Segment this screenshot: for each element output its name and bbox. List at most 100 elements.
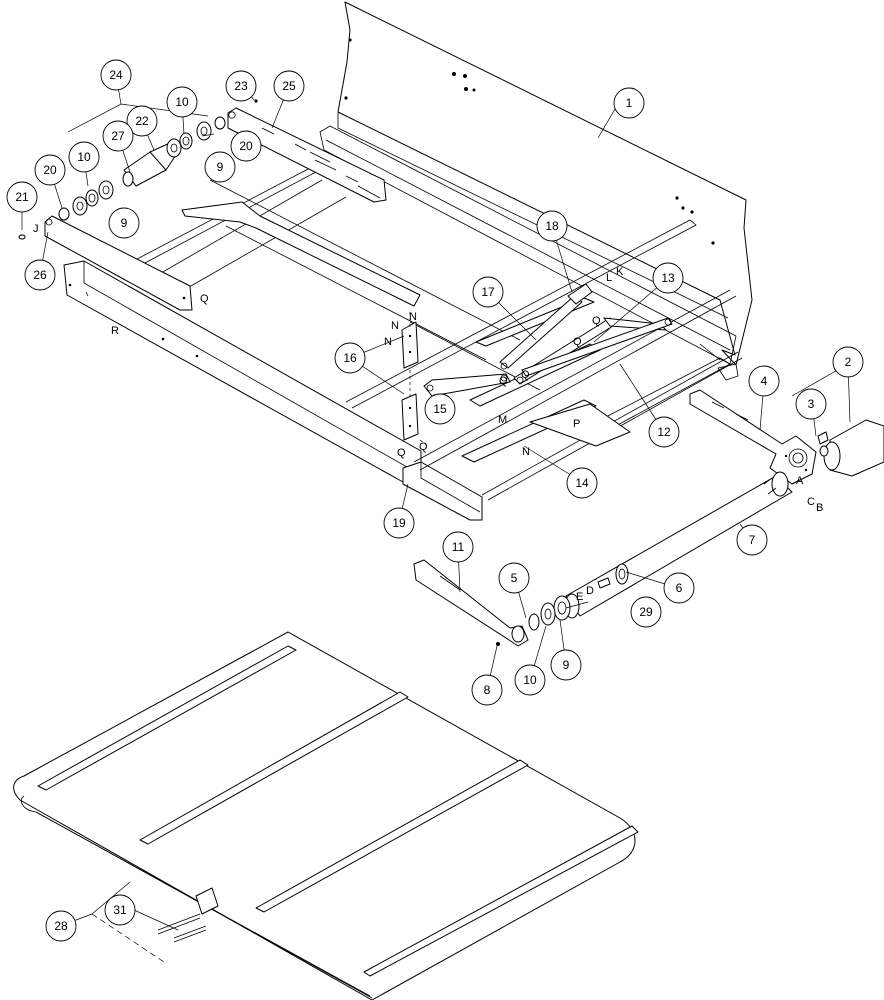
svg-text:19: 19 xyxy=(392,516,406,530)
callout-28: 28 xyxy=(45,910,77,942)
svg-text:20: 20 xyxy=(239,139,253,153)
callout-19: 19 xyxy=(383,507,415,539)
svg-text:10: 10 xyxy=(175,95,189,109)
callout-29: 29 xyxy=(630,596,662,628)
callout-9-top: 9 xyxy=(204,151,236,183)
svg-text:31: 31 xyxy=(113,903,127,917)
svg-text:5: 5 xyxy=(511,571,518,585)
letter-k: K xyxy=(616,266,624,278)
svg-text:14: 14 xyxy=(575,476,589,490)
callout-6: 6 xyxy=(663,572,695,604)
letter-c: C xyxy=(807,496,815,508)
svg-text:27: 27 xyxy=(111,129,125,143)
link-part-15 xyxy=(423,373,511,397)
callout-9-lower: 9 xyxy=(550,649,582,681)
svg-text:12: 12 xyxy=(657,425,671,439)
callout-10-left: 10 xyxy=(68,141,100,173)
letter-d: D xyxy=(586,585,594,597)
left-arm-part-26 xyxy=(44,215,193,311)
svg-text:11: 11 xyxy=(452,540,465,554)
callout-23: 23 xyxy=(225,70,257,102)
callout-14: 14 xyxy=(566,467,598,499)
callout-4: 4 xyxy=(748,365,780,397)
letter-j: J xyxy=(33,223,39,235)
callout-20-left: 20 xyxy=(34,154,66,186)
callout-8: 8 xyxy=(471,674,503,706)
letter-q-6: Q xyxy=(419,441,428,453)
svg-text:9: 9 xyxy=(217,160,224,174)
letter-e: E xyxy=(576,591,583,603)
svg-text:8: 8 xyxy=(484,683,491,697)
letter-m: M xyxy=(498,414,507,426)
letter-q-2: Q xyxy=(592,315,601,327)
bearing-washers-left xyxy=(18,180,114,240)
letter-r: R xyxy=(111,325,119,337)
reference-letters: A B C D E J K L M N N N N P Q Q Q Q Q Q … xyxy=(33,223,823,603)
svg-text:9: 9 xyxy=(121,216,128,230)
callout-26: 26 xyxy=(24,259,56,291)
callout-22: 22 xyxy=(126,105,158,137)
svg-text:13: 13 xyxy=(661,271,675,285)
svg-text:4: 4 xyxy=(761,374,768,388)
callout-3: 3 xyxy=(795,388,827,420)
callout-21: 21 xyxy=(6,181,38,213)
callout-10-top: 10 xyxy=(166,86,198,118)
callout-bubbles: 1 2 3 4 5 6 7 8 9 9 9 10 10 10 11 12 13 … xyxy=(6,59,864,942)
bearing-washers-top xyxy=(166,116,226,158)
svg-text:9: 9 xyxy=(563,658,570,672)
svg-text:1: 1 xyxy=(626,96,633,110)
frame-assembly xyxy=(63,167,743,521)
letter-q-5: Q xyxy=(499,375,508,387)
svg-text:6: 6 xyxy=(676,581,683,595)
svg-text:26: 26 xyxy=(33,268,47,282)
pin-parts-16 xyxy=(401,312,429,447)
svg-text:15: 15 xyxy=(433,402,447,416)
letter-n-3: N xyxy=(384,336,392,348)
svg-text:29: 29 xyxy=(639,605,653,619)
back-panel-part xyxy=(319,1,753,381)
svg-text:10: 10 xyxy=(77,150,91,164)
arm-part-25 xyxy=(227,107,387,203)
letter-l: L xyxy=(606,272,612,284)
callout-15: 15 xyxy=(424,393,456,425)
svg-text:10: 10 xyxy=(523,673,537,687)
setscrew-part-29 xyxy=(597,577,611,589)
svg-text:2: 2 xyxy=(845,355,852,369)
letter-q-3: Q xyxy=(573,336,582,348)
bearing-parts-9-10-lower xyxy=(528,595,571,631)
callout-18: 18 xyxy=(536,210,568,242)
callout-2: 2 xyxy=(832,346,864,378)
letter-n-1: N xyxy=(409,311,417,323)
callout-31: 31 xyxy=(104,894,136,926)
letter-q-7: Q xyxy=(397,447,406,459)
callout-24: 24 xyxy=(100,59,132,91)
sprocket-part-6 xyxy=(615,563,629,585)
svg-text:20: 20 xyxy=(43,163,57,177)
svg-text:21: 21 xyxy=(15,190,29,204)
letter-b: B xyxy=(816,502,823,514)
lacing-pins-part-31 xyxy=(157,913,207,943)
callout-10-lower: 10 xyxy=(514,664,546,696)
belt-part-28 xyxy=(13,631,639,1000)
svg-text:25: 25 xyxy=(282,79,296,93)
callout-12: 12 xyxy=(648,416,680,448)
letter-n-4: N xyxy=(522,446,530,458)
letter-n-2: N xyxy=(391,320,399,332)
svg-text:18: 18 xyxy=(545,219,559,233)
callout-9-left: 9 xyxy=(108,207,140,239)
svg-text:7: 7 xyxy=(749,533,756,547)
svg-text:17: 17 xyxy=(481,285,495,299)
callout-11: 11 xyxy=(442,531,474,563)
svg-text:16: 16 xyxy=(343,351,357,365)
arm-part-11 xyxy=(413,559,529,647)
rod-part-12 xyxy=(521,317,673,377)
svg-text:28: 28 xyxy=(54,919,68,933)
letter-q-1: Q xyxy=(200,293,209,305)
callout-20-top: 20 xyxy=(230,130,262,162)
callout-27: 27 xyxy=(102,120,134,152)
bracket-part-4 xyxy=(689,389,817,485)
callout-7: 7 xyxy=(736,524,768,556)
callout-13: 13 xyxy=(652,262,684,294)
letter-a: A xyxy=(796,475,804,487)
